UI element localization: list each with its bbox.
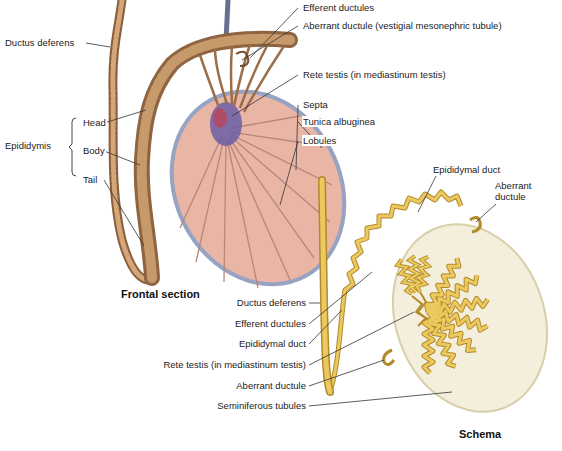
rete-vessel — [213, 108, 227, 128]
schema-ductus-deferens — [322, 180, 330, 392]
aberrant-ductule — [236, 52, 248, 66]
schema-efferent-ductules — [396, 256, 430, 296]
part-label: Rete testis (in mediastinum testis) — [302, 69, 447, 80]
part-label: Epididymis — [4, 140, 52, 151]
schema-ductus-deferens-outline — [322, 180, 330, 392]
part-label: Head — [82, 117, 107, 128]
epididymis-bracket — [69, 118, 76, 176]
schema-aberrant-ductule — [384, 350, 394, 365]
part-label: Seminiferous tubules — [216, 400, 307, 411]
epididymis — [142, 39, 290, 278]
testis-section — [139, 61, 378, 315]
part-label: Ductus deferens — [4, 37, 75, 48]
frontal-section-drawing — [113, 0, 377, 315]
part-label: Efferent ductules — [302, 2, 375, 13]
part-label: Lobules — [302, 135, 337, 146]
schema-drawing — [322, 180, 562, 434]
schema-rete-testis — [412, 292, 428, 326]
epididymis-coils — [142, 39, 290, 278]
seminiferous-tubules-outline — [424, 257, 489, 373]
part-label: Aberrant ductule — [235, 380, 307, 391]
efferent-ductules — [200, 44, 284, 112]
schema-epididymal-duct-outline — [330, 192, 461, 392]
part-label: Epididymal duct — [238, 338, 307, 349]
part-label: Tail — [82, 174, 98, 185]
part-label: Ductus deferens — [236, 297, 307, 308]
schema-epididymal-duct — [330, 192, 461, 392]
figure-caption: Schema — [458, 428, 502, 441]
part-label: Aberrant ductule — [494, 180, 544, 202]
seminiferous-tubules — [424, 257, 489, 373]
part-label: Body — [82, 145, 106, 156]
part-label: Epididymal duct — [432, 164, 501, 175]
part-label: Septa — [302, 99, 329, 110]
part-label: Aberrant ductule (vestigial mesonephric … — [302, 20, 503, 31]
schema-leader-lines — [309, 176, 496, 406]
part-label: Efferent ductules — [234, 318, 307, 329]
schema-testis — [368, 202, 562, 433]
figure-caption: Frontal section — [120, 288, 201, 301]
part-label: Rete testis (in mediastinum testis) — [162, 359, 307, 370]
part-label: Tunica albuginea — [302, 116, 376, 127]
schema-efferent-outline — [396, 256, 430, 296]
rete-testis — [210, 102, 242, 146]
leader-lines — [86, 8, 322, 246]
